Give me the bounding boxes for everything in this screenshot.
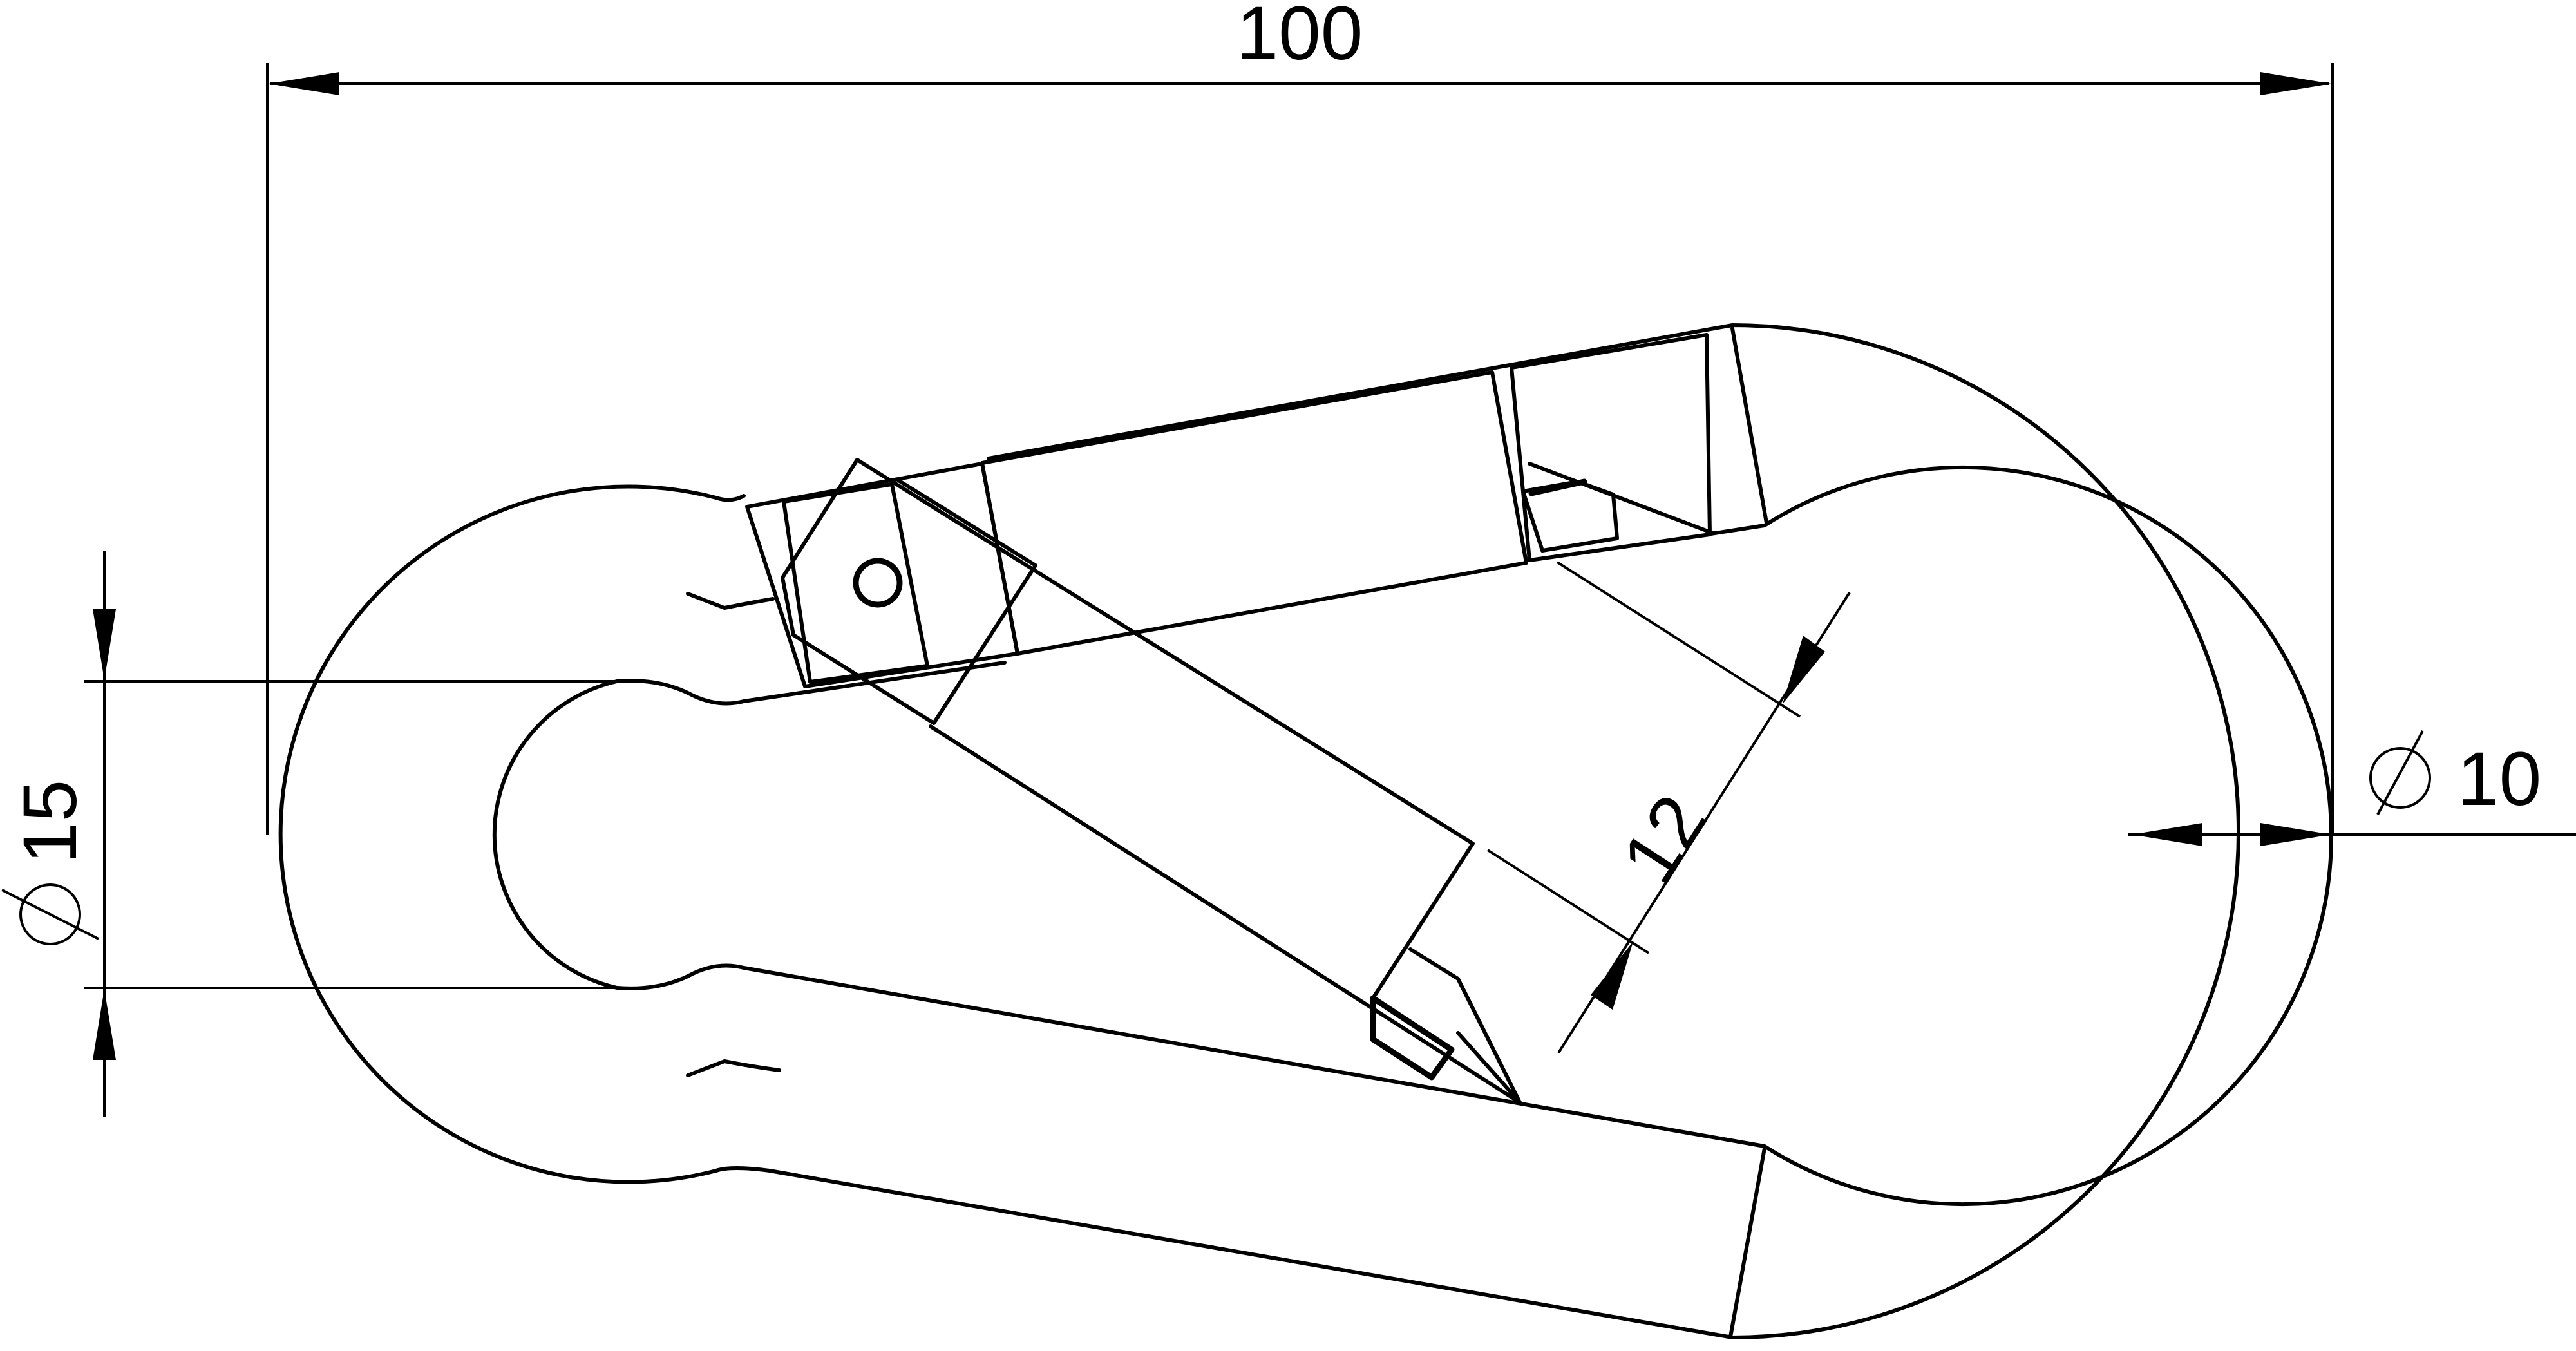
hook-inner-contour bbox=[492, 466, 2333, 1206]
dimension-text-100: 100 bbox=[1236, 0, 1363, 76]
section-line-top bbox=[1730, 326, 1768, 525]
eye-ridge-top bbox=[686, 592, 775, 610]
hinge-plate bbox=[782, 482, 929, 684]
section-line-bottom bbox=[1728, 1146, 1766, 1339]
gate-assembly bbox=[745, 333, 1715, 1104]
gate-tip-edge bbox=[1408, 947, 1522, 1104]
arrowhead-eye-top bbox=[93, 609, 116, 680]
latch-tongue bbox=[1528, 462, 1715, 535]
gate-arm bbox=[781, 458, 1522, 1104]
dimension-eye-diameter: 15 bbox=[1, 551, 617, 1117]
arrowhead-end-left bbox=[2132, 823, 2202, 846]
gate-sleeve-end bbox=[1510, 333, 1712, 562]
diameter-symbol-eye bbox=[1, 883, 99, 945]
dimension-text-12: 12 bbox=[1605, 780, 1723, 898]
gate-tip bbox=[1370, 995, 1455, 1081]
dimension-overall-length: 100 bbox=[266, 0, 2334, 835]
pivot-pin bbox=[853, 558, 903, 608]
arrowhead-gate-lower bbox=[1591, 941, 1633, 1010]
arrowhead-eye-bottom bbox=[93, 989, 116, 1060]
dimension-gate-opening: 12 bbox=[1486, 561, 1851, 1054]
dimension-text-15: 15 bbox=[8, 780, 93, 864]
eye-ridge-bottom bbox=[686, 1059, 781, 1077]
hook-outer-contour bbox=[278, 323, 2240, 1339]
hook-body bbox=[278, 323, 2333, 1339]
latch-tongue-edge bbox=[1528, 478, 1587, 496]
extension-line-gate-upper bbox=[1556, 561, 1801, 718]
arrowhead-gate-upper bbox=[1783, 636, 1825, 704]
arrowhead-end-right bbox=[2260, 823, 2331, 846]
dimension-text-10: 10 bbox=[2457, 737, 2541, 822]
gate-sleeve-upper bbox=[980, 370, 1528, 656]
diameter-symbol-end bbox=[2369, 730, 2431, 815]
arrowhead-left bbox=[269, 72, 339, 95]
dimension-end-diameter: 10 bbox=[2128, 730, 2576, 846]
arrowhead-right bbox=[2260, 72, 2331, 95]
hinge-block bbox=[745, 462, 1019, 688]
extension-line-gate-lower bbox=[1486, 849, 1650, 954]
